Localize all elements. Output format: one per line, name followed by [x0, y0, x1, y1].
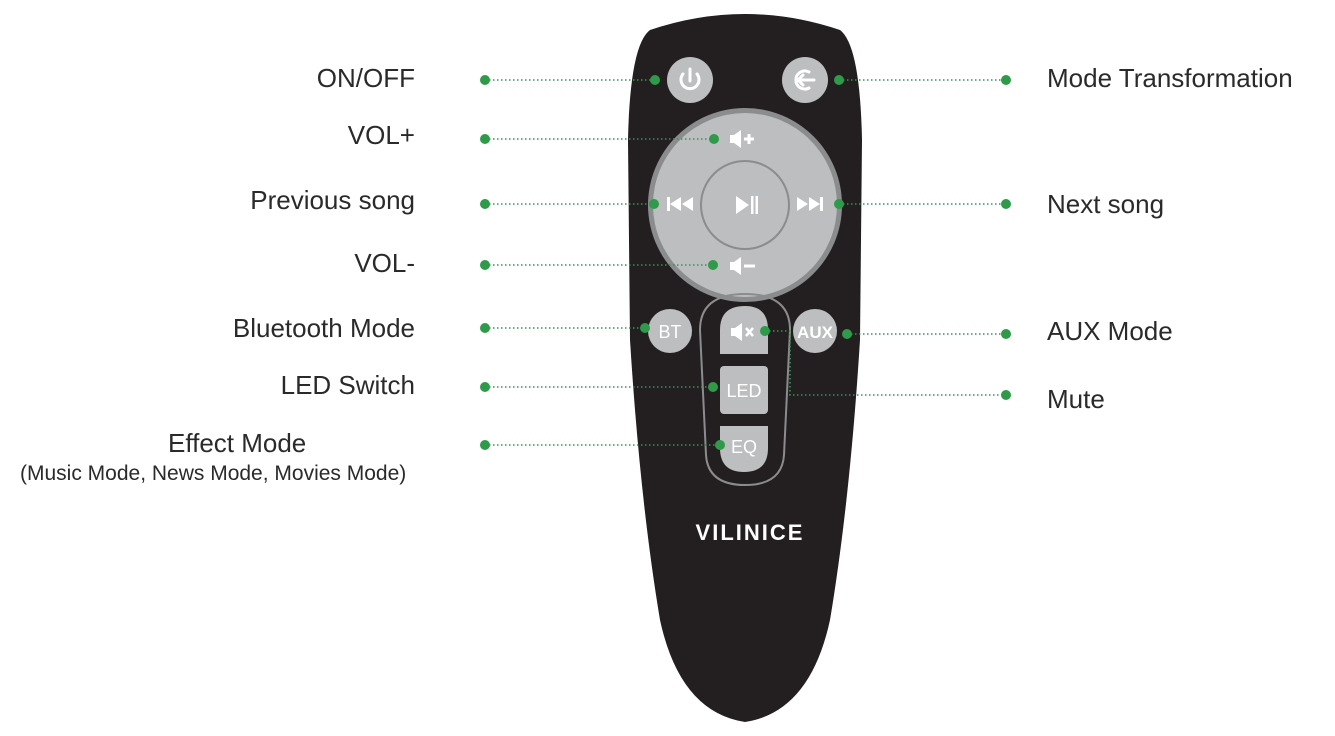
bluetooth-mode-button[interactable]: BT: [648, 309, 692, 353]
lower-button-housing: [698, 292, 792, 487]
eq-button-label: EQ: [731, 437, 757, 457]
pointer-lines: [485, 79, 1006, 446]
previous-song-button[interactable]: [667, 197, 693, 211]
mute-icon: [731, 323, 754, 341]
next-song-button[interactable]: [797, 197, 823, 211]
mute-button[interactable]: [720, 306, 768, 354]
label-effect-mode: Effect Mode: [168, 428, 307, 458]
led-button-label: LED: [726, 381, 761, 401]
power-icon: [679, 67, 701, 91]
label-mute: Mute: [1047, 384, 1105, 414]
pointer-dots: [480, 75, 1011, 450]
label-vol-up: VOL+: [347, 120, 415, 150]
volume-down-icon: [730, 257, 755, 275]
label-mode-transformation: Mode Transformation: [1047, 63, 1293, 93]
brand-logo: VILINICE: [696, 520, 805, 545]
power-button[interactable]: [667, 57, 713, 103]
aux-mode-button[interactable]: AUX: [793, 309, 837, 353]
led-switch-button[interactable]: LED: [720, 366, 768, 414]
dpad-center-ring: [700, 160, 790, 250]
label-led-switch: LED Switch: [280, 370, 415, 400]
volume-up-icon: [730, 130, 754, 148]
aux-button-label: AUX: [797, 323, 834, 342]
mode-transformation-button[interactable]: [782, 57, 828, 103]
play-pause-button[interactable]: [736, 196, 758, 214]
bt-button-label: BT: [658, 322, 681, 342]
volume-down-button[interactable]: [730, 257, 755, 275]
label-previous-song: Previous song: [250, 185, 415, 215]
input-source-icon: [794, 69, 816, 91]
volume-up-button[interactable]: [730, 130, 754, 148]
skip-previous-icon: [667, 197, 693, 211]
label-on-off: ON/OFF: [316, 63, 415, 93]
label-bluetooth-mode: Bluetooth Mode: [232, 313, 415, 343]
label-effect-mode-sub: (Music Mode, News Mode, Movies Mode): [20, 462, 407, 485]
label-vol-down: VOL-: [354, 248, 415, 278]
effect-mode-button[interactable]: EQ: [720, 426, 768, 472]
play-pause-icon: [736, 196, 758, 214]
label-next-song: Next song: [1047, 189, 1165, 219]
skip-next-icon: [797, 197, 823, 211]
label-aux-mode: AUX Mode: [1047, 316, 1173, 346]
